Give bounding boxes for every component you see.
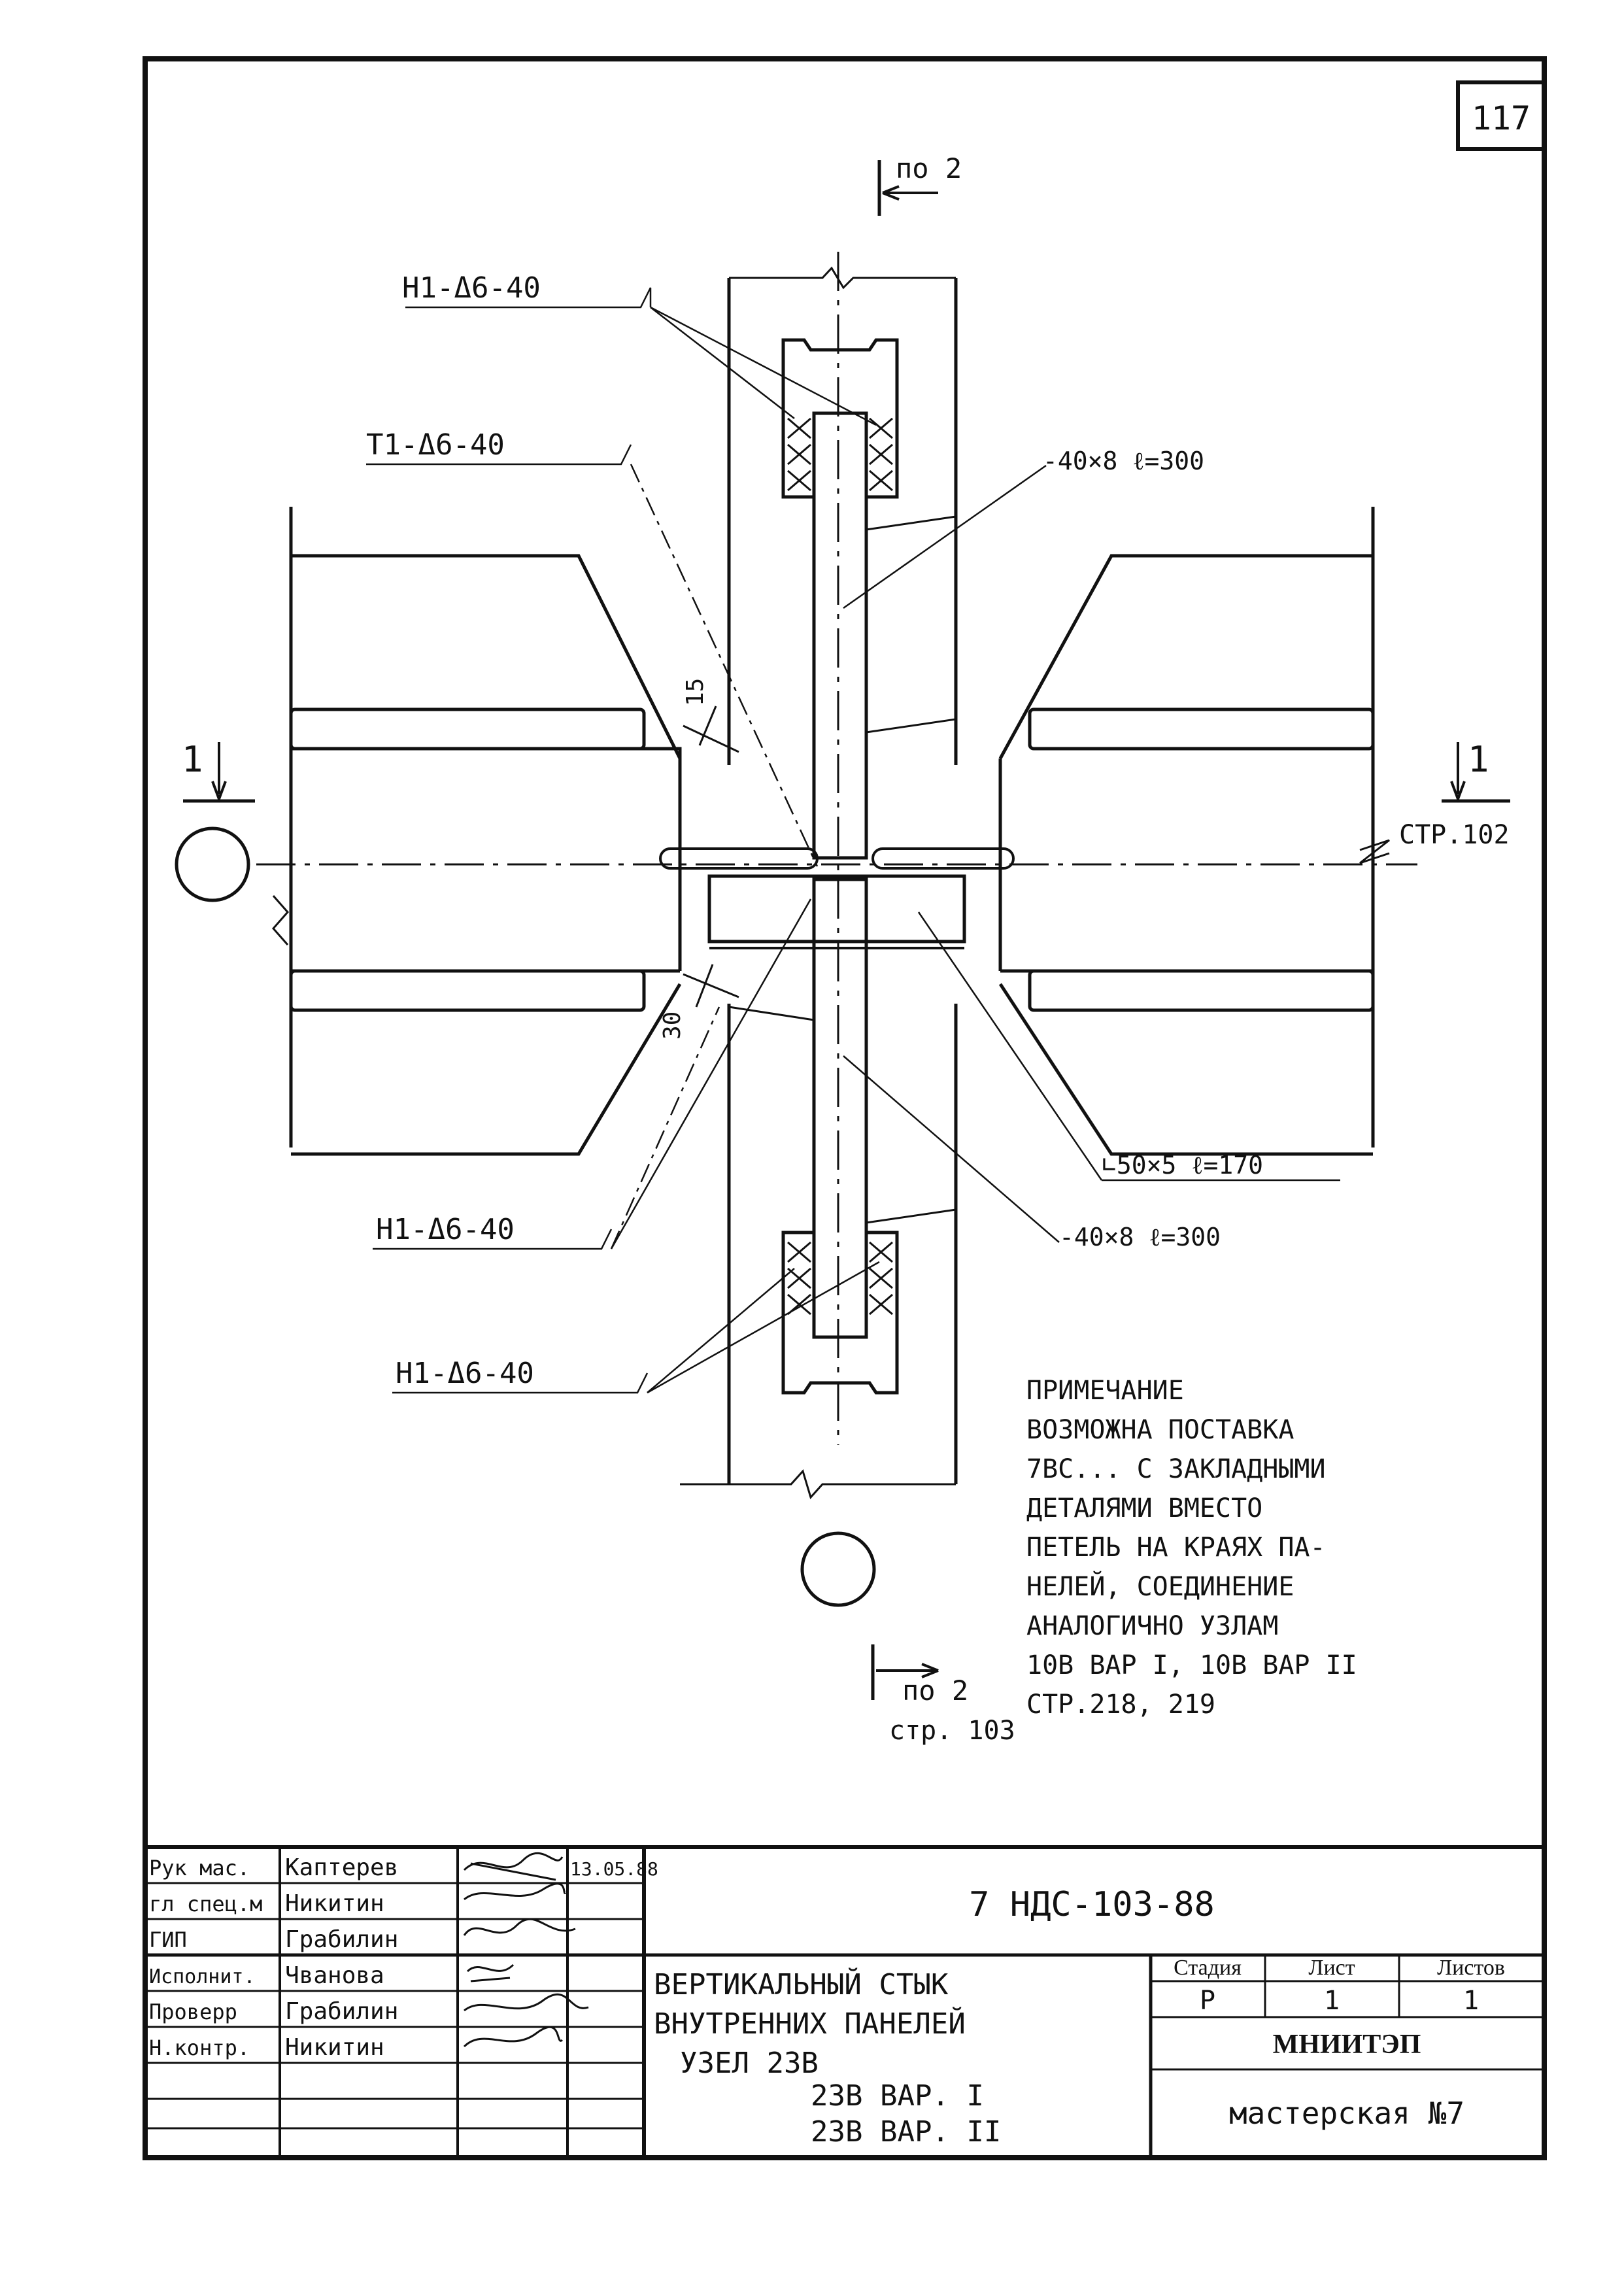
stage-value: Р (1200, 1986, 1215, 2016)
top-embedded-plate (812, 411, 868, 860)
sheet-header: Лист (1308, 1956, 1355, 1980)
callout-h1-bottom: Н1-Δ6-40 (396, 1357, 534, 1390)
doc-title-line: 23В ВАР. I (811, 2079, 984, 2113)
section-mark-bottom (871, 1644, 939, 1700)
drawing-labels: по 2 по 2 стр. 103 1 1 СТР.102 Н1-Δ6-40 … (182, 152, 1510, 1746)
dim-15-label: 15 (682, 678, 709, 706)
callout-plate-bottom: -40×8 ℓ=300 (1059, 1223, 1221, 1251)
tb-role: Н.контр. (149, 2035, 250, 2060)
axis-marker-bottom (800, 1531, 876, 1607)
note-line: СТР.218, 219 (1026, 1690, 1215, 1720)
bottom-wedge-inner (728, 1006, 956, 1224)
doc-code: 7 НДС-103-88 (969, 1885, 1215, 1924)
section-right-label: 1 (1468, 739, 1489, 780)
dim-15 (683, 706, 739, 753)
right-floor-slab (998, 507, 1375, 1156)
title-block (145, 1845, 1544, 2158)
note-line: 7ВС... С ЗАКЛАДНЫМИ (1026, 1454, 1326, 1484)
section-mark-top (877, 160, 938, 216)
workshop: мастерская №7 (1229, 2096, 1464, 2131)
tb-name: Никитин (285, 1890, 384, 1917)
tb-date: 13.05.88 (570, 1858, 658, 1880)
sheets-value: 1 (1463, 1986, 1479, 2016)
section-mark-left (183, 742, 255, 803)
doc-title-line: ВЕРТИКАЛЬНЫЙ СТЫК (654, 1967, 949, 2001)
steel-angle (707, 874, 966, 944)
tb-name: Грабилин (285, 1926, 398, 1953)
note-line: ПЕТЕЛЬ НА КРАЯХ ПА- (1026, 1533, 1326, 1563)
tb-role: Рук мас. (149, 1856, 250, 1880)
sheet-number: 117 (1472, 99, 1531, 137)
tb-role: Исполнит. (149, 1965, 256, 1988)
signature-mark (466, 1964, 515, 1982)
callout-angle: ∟50×5 ℓ=170 (1102, 1151, 1263, 1180)
section-right-ref: СТР.102 (1399, 820, 1510, 850)
right-loop-rod (871, 847, 1015, 870)
section-bottom-label: по 2 (902, 1674, 968, 1707)
note-line: ДЕТАЛЯМИ ВМЕСТО (1026, 1493, 1262, 1523)
signature-mark (464, 1882, 567, 1901)
tb-name: Никитин (285, 2034, 384, 2061)
note-line: АНАЛОГИЧНО УЗЛАМ (1026, 1611, 1278, 1641)
doc-title-line: ВНУТРЕННИХ ПАНЕЛЕЙ (654, 2006, 966, 2041)
left-floor-slab (289, 507, 682, 1156)
section-top-label: по 2 (896, 152, 962, 184)
sheet-number-box: 117 (1456, 80, 1546, 151)
signature-mark (463, 1852, 564, 1881)
leader-lines (366, 287, 1340, 1394)
tb-name: Каптерев (285, 1854, 398, 1881)
doc-title-line: УЗЕЛ 23В (680, 2047, 819, 2080)
bottom-vertical-panel (680, 1004, 958, 1499)
tb-name: Чванова (285, 1962, 384, 1989)
section-bottom-ref: стр. 103 (889, 1716, 1015, 1746)
tb-role: ГИП (149, 1928, 187, 1952)
note-title: ПРИМЕЧАНИЕ (1026, 1376, 1184, 1406)
top-wedge-inner (866, 515, 957, 734)
note-line: НЕЛЕЙ, СОЕДИНЕНИЕ (1026, 1571, 1294, 1602)
signature-mark (463, 1918, 576, 1936)
organization: МНИИТЭП (1273, 2030, 1421, 2060)
callout-t1: Т1-Δ6-40 (366, 428, 505, 462)
tb-name: Грабилин (285, 1998, 398, 2025)
section-mark-right (1442, 742, 1510, 803)
top-anchor-block (781, 338, 899, 499)
tb-role: гл спец.м (149, 1892, 262, 1916)
doc-title-line: 23В ВАР. II (811, 2115, 1001, 2149)
sheet-value: 1 (1324, 1986, 1340, 2016)
note-block: ПРИМЕЧАНИЕ ВОЗМОЖНА ПОСТАВКА 7ВС... С ЗА… (1026, 1376, 1357, 1720)
bottom-anchor-block (781, 1231, 899, 1395)
stage-header: Стадия (1174, 1956, 1242, 1980)
signature-mark (463, 2026, 564, 2048)
title-block-text: Рук мас. гл спец.м ГИП Исполнит. Проверр… (149, 1854, 1505, 2149)
note-line: ВОЗМОЖНА ПОСТАВКА (1026, 1415, 1294, 1445)
right-break-mark (1359, 839, 1390, 864)
top-vertical-panel (727, 266, 958, 765)
note-line: 10В ВАР I, 10В ВАР II (1026, 1650, 1357, 1680)
callout-h1-top: Н1-Δ6-40 (402, 271, 541, 305)
tb-role: Проверр (149, 1999, 237, 2024)
signatures (463, 1852, 589, 2048)
section-left-label: 1 (182, 739, 203, 780)
dim-30-label: 30 (659, 1012, 686, 1040)
left-break-mark (272, 895, 289, 945)
axis-marker-left (175, 826, 250, 902)
dim-30 (683, 964, 739, 1008)
signature-mark (464, 1993, 589, 2012)
sheets-header: Листов (1437, 1956, 1505, 1980)
callout-h1-mid: Н1-Δ6-40 (376, 1213, 515, 1246)
drawing-frame (143, 56, 1547, 2160)
joint-drawing (175, 160, 1510, 1700)
callout-plate-top: -40×8 ℓ=300 (1043, 447, 1204, 475)
left-loop-rod (659, 847, 819, 870)
